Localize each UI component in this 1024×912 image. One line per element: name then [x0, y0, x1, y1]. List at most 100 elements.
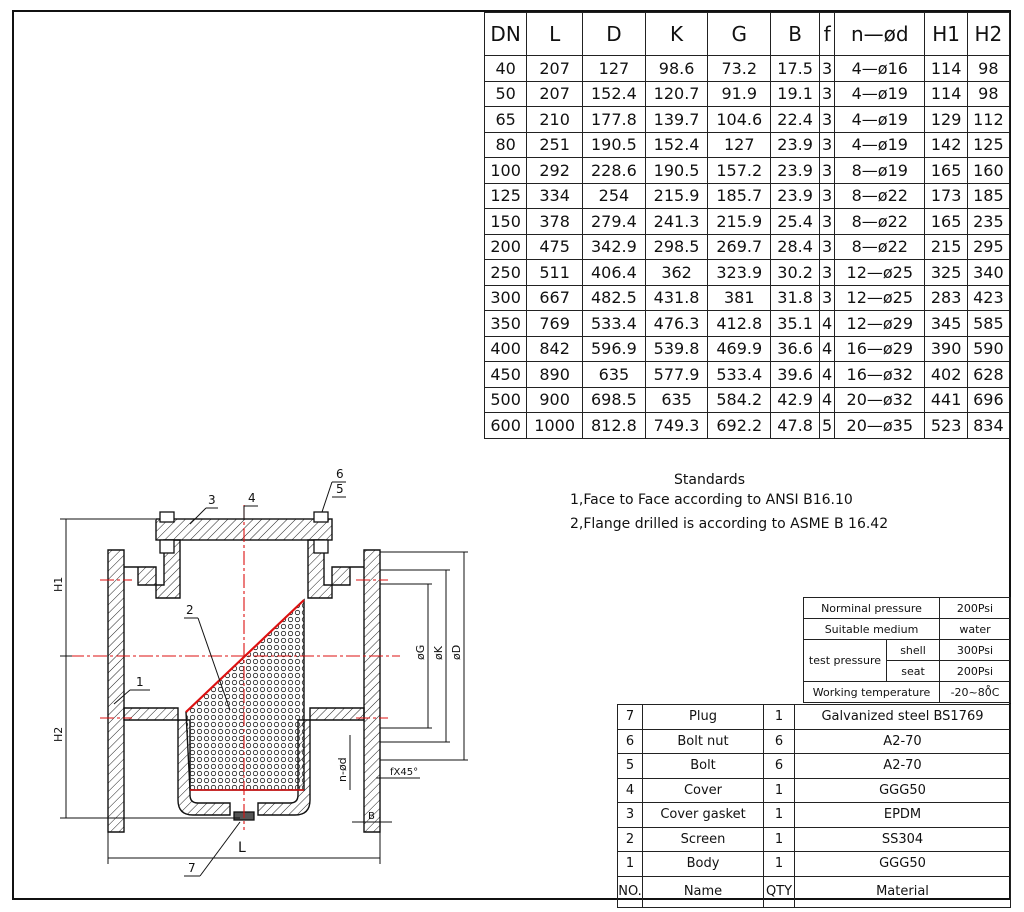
bom-cell-material: SS304 [794, 826, 1011, 852]
dimension-cell: 523 [924, 412, 968, 439]
dimension-cell: 125 [483, 182, 528, 209]
standards-title: Standards [674, 472, 745, 488]
callout-5: 5 [336, 482, 344, 496]
dimension-cell: 185.7 [707, 182, 772, 209]
dimension-cell: 600 [483, 412, 528, 439]
dimension-cell: 533.4 [582, 310, 646, 337]
dimension-cell: 98 [966, 55, 1011, 82]
dimension-cell: 5 [819, 412, 836, 439]
dimension-cell: 400 [483, 335, 528, 362]
dimension-cell: 65 [483, 106, 528, 133]
dimension-cell: 12—ø29 [834, 310, 926, 337]
dimension-cell: 539.8 [644, 335, 709, 362]
screen-red-diagonal [185, 599, 305, 713]
bom-header-material: Material [794, 875, 1011, 908]
dimension-cell: 47.8 [770, 412, 821, 439]
dimension-cell: 12—ø25 [834, 284, 926, 311]
dimension-cell: 340 [966, 259, 1011, 286]
bom-cell-no: 7 [617, 704, 643, 730]
dimension-cell: 362 [644, 259, 709, 286]
dimension-cell: 215 [924, 233, 968, 260]
bom-cell-qty: 1 [763, 826, 795, 852]
dimension-cell: 127 [582, 55, 646, 82]
callout-4: 4 [248, 491, 256, 505]
dimension-header-0: DN [483, 12, 528, 56]
dimension-cell: 98 [966, 80, 1011, 107]
dimension-cell: 23.9 [770, 131, 821, 158]
dimension-cell: 250 [483, 259, 528, 286]
bom-cell-no: 4 [617, 777, 643, 803]
dimension-cell: 749.3 [644, 412, 709, 439]
bom-cell-name: Body [642, 851, 764, 877]
specification-table: Norminal pressure 200Psi Suitable medium… [803, 597, 1011, 703]
standard-flange-drilling: 2,Flange drilled is according to ASME B … [570, 516, 889, 532]
spec-sub-label: seat [886, 660, 940, 682]
dimension-cell: 50 [483, 80, 528, 107]
dimension-cell: 476.3 [644, 310, 709, 337]
dimension-cell: 584.2 [707, 386, 772, 413]
label-L: L [238, 840, 246, 856]
dimension-cell: 8—ø22 [834, 233, 926, 260]
dimension-cell: 4—ø19 [834, 106, 926, 133]
callout-6: 6 [336, 467, 344, 481]
dimension-cell: 295 [966, 233, 1011, 260]
dimension-cell: 350 [483, 310, 528, 337]
centerlines [70, 505, 400, 830]
bom-cell-material: A2-70 [794, 728, 1011, 754]
spec-value: 300Psi [939, 639, 1011, 661]
callout-7: 7 [188, 861, 196, 875]
dimension-cell: 500 [483, 386, 528, 413]
dimension-cell: 8—ø19 [834, 157, 926, 184]
dimension-cell: 185 [966, 182, 1011, 209]
dimension-cell: 842 [526, 335, 584, 362]
spec-label: Working temperature [803, 681, 940, 703]
dimension-cell: 165 [924, 157, 968, 184]
dimension-cell: 251 [526, 131, 584, 158]
dimension-header-5: B [770, 12, 821, 56]
spec-value: -20~80̊C [939, 681, 1011, 703]
dimension-cell: 160 [966, 157, 1011, 184]
dimension-cell: 207 [526, 55, 584, 82]
dimension-cell: 25.4 [770, 208, 821, 235]
dimension-cell: 834 [966, 412, 1011, 439]
dimension-cell: 190.5 [582, 131, 646, 158]
bom-cell-material: Galvanized steel BS1769 [794, 704, 1011, 730]
dimension-cell: 628 [966, 361, 1011, 388]
spec-row-test-shell: test pressure shell 300Psi [803, 639, 1011, 682]
dimension-cell: 80 [483, 131, 528, 158]
dimension-cell: 20—ø35 [834, 412, 926, 439]
dimension-cell: 590 [966, 335, 1011, 362]
bolt-nut-right [313, 511, 329, 523]
spec-value: water [939, 618, 1011, 640]
label-B: B [368, 811, 375, 822]
dimension-cell: 577.9 [644, 361, 709, 388]
spec-label: Norminal pressure [803, 597, 940, 619]
dimension-header-4: G [707, 12, 772, 56]
spec-label: test pressure [803, 639, 887, 682]
dimension-cell: 283 [924, 284, 968, 311]
callout-1: 1 [136, 675, 144, 689]
dimension-cell: 30.2 [770, 259, 821, 286]
bolt-nut-left [159, 511, 175, 523]
dimension-cell: 635 [644, 386, 709, 413]
dimension-header-8: H1 [924, 12, 968, 56]
bom-header-row: NO. Name QTY Material [617, 875, 1011, 908]
dimension-lines [60, 518, 468, 864]
callouts: 1 2 3 4 5 6 7 [136, 467, 344, 875]
dimension-cell: 635 [582, 361, 646, 388]
dimension-cell: 890 [526, 361, 584, 388]
bom-cell-name: Cover gasket [642, 802, 764, 828]
